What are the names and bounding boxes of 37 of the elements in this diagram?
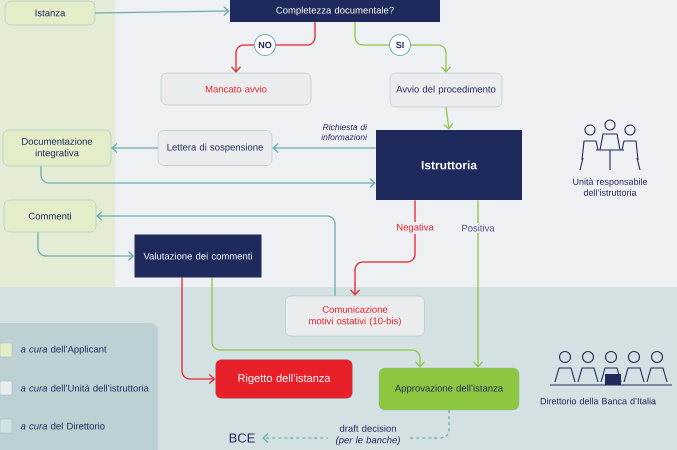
outcome-box: Rigetto dell’istanza: [215, 359, 353, 399]
edge-label: NO: [258, 42, 272, 48]
arrow: [443, 107, 454, 130]
arrow: [211, 278, 425, 368]
arrow: [473, 200, 483, 368]
arrow: [40, 166, 376, 188]
outcome-box: Approvazione dell’istanza: [378, 368, 520, 410]
arrow: [181, 278, 216, 384]
step-box: Istanza: [4, 0, 96, 26]
legend-text: a cura dell’Applicant: [20, 346, 107, 354]
step-box: Avvio del procedimento: [390, 72, 502, 108]
step-box: Documentazione integrativa: [2, 130, 112, 166]
edge-label: Negativa: [397, 224, 434, 232]
step-box: Comunicazione motivi ostativi (10-bis): [285, 296, 425, 336]
step-box: Commenti: [4, 200, 96, 232]
legend-text: a cura del Direttorio: [20, 422, 105, 430]
process-box: Valutazione dei commenti: [134, 234, 262, 278]
bce-text: BCE: [230, 433, 255, 443]
arrow: [95, 6, 230, 16]
edge-label: Richiesta di informazioni: [321, 124, 368, 140]
arrow: [350, 200, 416, 296]
arrow: [37, 232, 134, 261]
edge-label: SI: [396, 42, 404, 48]
arrow: [111, 143, 158, 153]
process-box: Completezza documentale?: [230, 0, 440, 22]
arrow: [272, 143, 376, 153]
caption-text: Direttorio della Banca d’Italia: [540, 398, 656, 404]
step-box: Mancato avvio: [160, 72, 312, 106]
caption-text: Unità responsabile dell’istruttoria: [573, 178, 648, 196]
legend-text: a cura dell’Unità dell’istruttoria: [20, 384, 149, 392]
arrow: [354, 22, 451, 73]
process-box: Istruttoria: [376, 130, 522, 200]
edge-label: Positiva: [462, 224, 495, 232]
arrow: [96, 211, 336, 296]
edge-label: draft decision (per le banche): [336, 424, 400, 446]
arrow: [231, 22, 316, 73]
step-box: Lettera di sospensione: [158, 130, 272, 166]
